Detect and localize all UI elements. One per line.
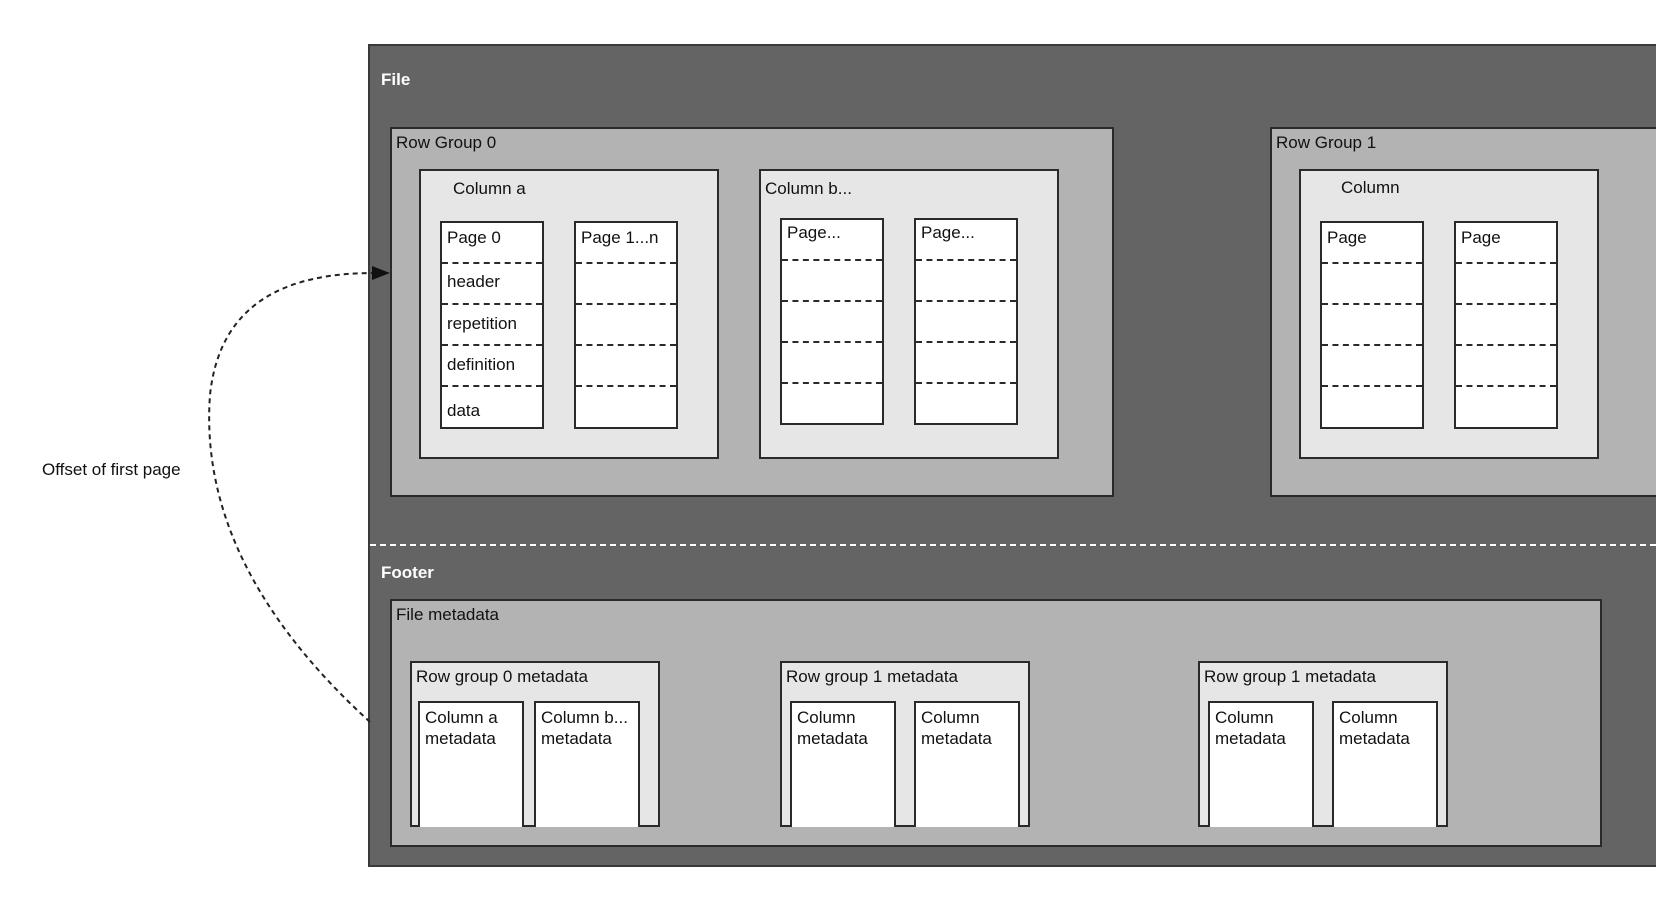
row-group-1-column-title: Column xyxy=(1341,178,1400,197)
page-divider xyxy=(576,262,676,264)
page-slot-header: header xyxy=(447,272,500,291)
column-a: Column a Page 0 header repetition defini… xyxy=(419,169,719,459)
row-group-0-metadata: Row group 0 metadata Column a metadata C… xyxy=(410,661,660,827)
page-slot-repetition: repetition xyxy=(447,314,517,333)
column-b-page-0: Page... xyxy=(780,218,884,425)
arrowhead-icon xyxy=(372,266,390,280)
column-b: Column b... Page... Page... xyxy=(759,169,1059,459)
row-group-metadata-title: Row group 1 metadata xyxy=(786,667,958,686)
column-metadata-label: Column metadata xyxy=(1339,708,1410,748)
page-divider xyxy=(1322,385,1422,387)
page-divider xyxy=(916,300,1016,302)
column-metadata: Column b... metadata xyxy=(534,701,640,827)
page-divider xyxy=(1456,262,1556,264)
page-divider xyxy=(1322,303,1422,305)
column-metadata: Column metadata xyxy=(1332,701,1438,827)
page-divider xyxy=(916,259,1016,261)
row-group-1-metadata: Row group 1 metadata Column metadata Col… xyxy=(1198,661,1448,827)
file-title: File xyxy=(381,70,411,89)
row-group-0: Row Group 0 Column a Page 0 header repet… xyxy=(390,127,1114,497)
page-0-title: Page 0 xyxy=(447,228,501,247)
page-divider xyxy=(1456,303,1556,305)
page-divider xyxy=(442,344,542,346)
row-group-metadata-title: Row group 0 metadata xyxy=(416,667,588,686)
column-b-page-1: Page... xyxy=(914,218,1018,425)
page-slot-data: data xyxy=(447,401,481,420)
page-title: Page xyxy=(1461,228,1501,247)
column-a-page-1: Page 1...n xyxy=(574,221,678,429)
column-a-title: Column a xyxy=(453,179,526,198)
page-divider xyxy=(442,303,542,305)
row-group-1-title: Row Group 1 xyxy=(1276,133,1377,152)
file-metadata-title: File metadata xyxy=(396,605,499,624)
row-group-1-metadata: Row group 1 metadata Column metadata Col… xyxy=(780,661,1030,827)
page-divider xyxy=(916,382,1016,384)
page-title: Page... xyxy=(921,223,975,242)
page-divider xyxy=(576,385,676,387)
row-group-1-page-1: Page xyxy=(1454,221,1558,429)
column-metadata: Column metadata xyxy=(914,701,1020,827)
page-1-title: Page 1...n xyxy=(581,228,659,247)
page-divider xyxy=(442,385,542,387)
column-metadata-label: Column a metadata xyxy=(425,708,498,748)
page-divider xyxy=(1322,262,1422,264)
page-title: Page xyxy=(1327,228,1367,247)
page-divider xyxy=(916,341,1016,343)
column-metadata: Column metadata xyxy=(1208,701,1314,827)
row-group-0-title: Row Group 0 xyxy=(396,133,497,152)
page-divider xyxy=(1456,344,1556,346)
footer-divider xyxy=(370,544,1656,546)
row-group-1-column: Column Page Page xyxy=(1299,169,1599,459)
page-divider xyxy=(1456,385,1556,387)
page-title: Page... xyxy=(787,223,841,242)
page-divider xyxy=(576,344,676,346)
page-slot-definition: definition xyxy=(447,355,516,374)
column-metadata-label: Column metadata xyxy=(921,708,992,748)
column-b-title: Column b... xyxy=(765,179,852,198)
page-divider xyxy=(782,341,882,343)
page-divider xyxy=(782,382,882,384)
row-group-1: Row Group 1 Column Page Page xyxy=(1270,127,1656,497)
column-a-page-0: Page 0 header repetition definition data xyxy=(440,221,544,429)
column-metadata-label: Column metadata xyxy=(797,708,868,748)
column-metadata-label: Column metadata xyxy=(1215,708,1286,748)
column-metadata-label: Column b... metadata xyxy=(541,708,628,748)
offset-label: Offset of first page xyxy=(42,460,181,479)
page-divider xyxy=(442,262,542,264)
row-group-1-page-0: Page xyxy=(1320,221,1424,429)
page-divider xyxy=(1322,344,1422,346)
footer-title: Footer xyxy=(381,563,434,582)
page-divider xyxy=(782,300,882,302)
column-metadata: Column a metadata xyxy=(418,701,524,827)
page-divider xyxy=(782,259,882,261)
page-divider xyxy=(576,303,676,305)
column-metadata: Column metadata xyxy=(790,701,896,827)
row-group-metadata-title: Row group 1 metadata xyxy=(1204,667,1376,686)
offset-arrow-path xyxy=(208,272,375,723)
file-metadata: File metadata Row group 0 metadata Colum… xyxy=(390,599,1602,847)
